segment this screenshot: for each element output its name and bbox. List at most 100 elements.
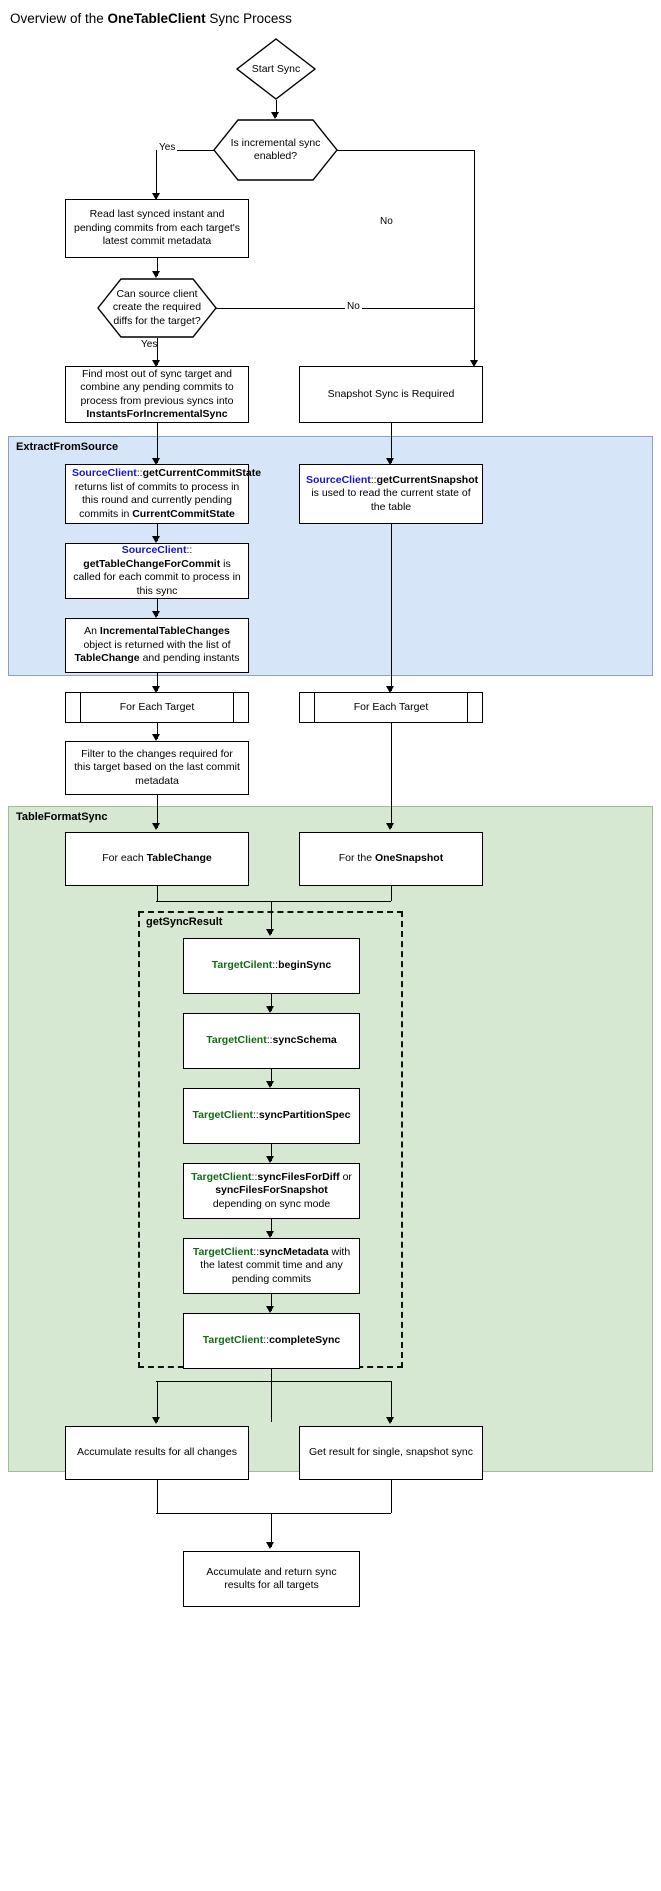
- arrowhead-to-get-result-single: [386, 1417, 394, 1424]
- edge-read-to-cansource: [156, 258, 158, 276]
- edge-syncschema-to-partitionspec: [270, 1069, 272, 1086]
- hexagon-shape-2: [97, 278, 217, 338]
- edge-foreachright-to-onesnapshot: [390, 723, 392, 828]
- node-sync-files: TargetClient::syncFilesForDiff or syncFi…: [183, 1163, 360, 1219]
- title-prefix: Overview of the: [10, 11, 108, 26]
- node-filter-changes-label: Filter to the changes required for this …: [74, 747, 240, 787]
- node-get-table-change-for-commit-label: SourceClient::getTableChangeForCommit is…: [72, 544, 242, 598]
- edge-commitstate-to-tablechange: [156, 524, 158, 541]
- tgt-5: TargetClient: [192, 1245, 254, 1258]
- node-accumulate-return: Accumulate and return sync results for a…: [183, 1551, 360, 1607]
- edge-snapshot-to-foreach-right: [390, 524, 392, 691]
- diamond-shape: [236, 38, 316, 100]
- node-begin-sync: TargetCilent::beginSync: [183, 938, 360, 994]
- edge-label-diffs-yes: Yes: [141, 339, 158, 350]
- method-2: getCurrentSnapshot: [376, 473, 479, 486]
- itc-2: IncrementalTableChanges: [99, 625, 230, 638]
- txt-3: is called for each commit to process in …: [73, 557, 241, 597]
- node-for-each-table-change: For each TableChange: [65, 832, 249, 886]
- edge-partitionspec-to-syncfiles: [270, 1144, 272, 1161]
- edge-label-diffs-no: No: [345, 301, 362, 312]
- arrowhead-syncfiles-to-syncmetadata: [266, 1231, 274, 1238]
- node-for-each-target-right: For Each Target: [299, 692, 483, 723]
- src-2: SourceClient: [306, 473, 371, 486]
- node-accumulate-return-label: Accumulate and return sync results for a…: [206, 1565, 337, 1592]
- arrowhead-beginsync-to-syncschema: [266, 1006, 274, 1013]
- arrowhead-to-final: [266, 1542, 274, 1549]
- arrowhead-foreach-to-filter: [152, 734, 160, 741]
- fetc-2: TableChange: [146, 852, 212, 865]
- node-snapshot-sync-required: Snapshot Sync is Required: [299, 366, 483, 423]
- node-is-incremental-sync-label: Is incremental sync enabled?: [230, 136, 321, 163]
- edge-final-down: [270, 1513, 272, 1547]
- node-find-most-out-of-sync: Find most out of sync target and combine…: [65, 366, 249, 423]
- edge-merge-into-getsyncresult: [156, 901, 391, 902]
- node-find-most-out-of-sync-label: Find most out of sync target and combine…: [72, 368, 242, 422]
- node-read-last-synced: Read last synced instant and pending com…: [65, 199, 249, 258]
- edge-beginsync-to-syncschema: [270, 994, 272, 1011]
- edge-tablechange-down: [156, 886, 158, 901]
- lane-label-table-format-sync: TableFormatSync: [16, 811, 108, 823]
- edge-snapshot-to-getsnapshot: [390, 423, 392, 463]
- edge-itc-to-foreach-left: [156, 673, 158, 691]
- arrowhead-syncschema-to-partitionspec: [266, 1081, 274, 1088]
- sep-1: ::: [136, 467, 143, 479]
- arrowhead-filter-to-foreach-tablechange: [152, 823, 160, 830]
- edge-completesync-down: [270, 1369, 272, 1422]
- tgt-6: TargetClient: [202, 1334, 264, 1347]
- sep-3: ::: [186, 544, 193, 556]
- node-for-each-target-left: For Each Target: [65, 692, 249, 723]
- tmethod-5: syncMetadata: [259, 1245, 329, 1258]
- edge-incremental-no-v: [474, 150, 475, 365]
- tmethod-2: syncSchema: [272, 1034, 337, 1047]
- node-sync-metadata-label: TargetClient::syncMetadata with the late…: [190, 1246, 353, 1287]
- arrowhead-merge-to-beginsync: [266, 929, 274, 936]
- arrowhead-tablechange-to-incremental: [152, 611, 160, 618]
- arrowhead-diffs-yes: [152, 360, 160, 367]
- arrowhead-snapshot-to-getsnapshot: [386, 458, 394, 465]
- arrowhead-partitionspec-to-syncfiles: [266, 1156, 274, 1163]
- arrowhead-syncmetadata-to-completesync: [266, 1306, 274, 1313]
- edge-incremental-yes-v: [156, 150, 157, 199]
- node-for-each-target-right-label: For Each Target: [353, 700, 429, 713]
- node-sync-files-label: TargetClient::syncFilesForDiff or syncFi…: [190, 1171, 353, 1212]
- node-can-source-client-label: Can source client create the required di…: [112, 287, 202, 327]
- tgt-1: TargetCilent: [211, 959, 273, 972]
- node-sync-schema-label: TargetClient::syncSchema: [190, 1034, 353, 1048]
- edge-start-to-incremental: [275, 100, 277, 117]
- edge-syncfiles-to-syncmetadata: [270, 1219, 272, 1236]
- find-text-bold: InstantsForIncrementalSync: [86, 408, 228, 420]
- node-start-sync-label: Start Sync: [251, 63, 301, 75]
- node-get-current-commit-state-label: SourceClient::getCurrentCommitState retu…: [72, 467, 261, 521]
- node-read-last-synced-label: Read last synced instant and pending com…: [74, 208, 240, 248]
- arrowhead-read-to-cansource: [152, 271, 160, 278]
- node-sync-metadata: TargetClient::syncMetadata with the late…: [183, 1238, 360, 1294]
- arrowhead-itc-to-foreach-left: [152, 686, 160, 693]
- edge-onesnapshot-down: [390, 886, 392, 901]
- edge-diffs-yes-v: [156, 338, 158, 365]
- node-accumulate-results-label: Accumulate results for all changes: [77, 1446, 237, 1459]
- edge-find-to-commitstate: [156, 423, 158, 463]
- arrowhead-find-to-commitstate: [152, 458, 160, 465]
- ttail-5: with the latest commit time and any pend…: [200, 1245, 351, 1285]
- node-for-the-one-snapshot-label: For the OneSnapshot: [306, 852, 476, 866]
- method-1: getCurrentCommitState: [142, 467, 262, 479]
- fetc-1: For each: [102, 852, 147, 865]
- lane-label-extract-from-source: ExtractFromSource: [16, 441, 119, 453]
- arrowhead-to-accumulate-results: [152, 1417, 160, 1424]
- method-3: getTableChangeForCommit: [83, 557, 221, 570]
- edge-incremental-yes-h: [156, 150, 214, 151]
- node-get-result-single-label: Get result for single, snapshot sync: [309, 1446, 473, 1459]
- arrowhead-incremental-no: [469, 360, 478, 367]
- edge-filter-to-foreach-tablechange: [156, 795, 158, 828]
- lane-label-get-sync-result: getSyncResult: [146, 916, 223, 928]
- edge-split-left-down: [156, 1381, 158, 1422]
- arrowhead-foreachright-to-onesnapshot: [386, 823, 394, 830]
- tgt-4: TargetClient: [191, 1170, 252, 1183]
- edge-syncmetadata-to-completesync: [270, 1294, 272, 1311]
- edge-results-split: [156, 1381, 391, 1382]
- ftos-1: For the: [338, 852, 375, 865]
- edge-foreach-to-filter: [156, 723, 158, 739]
- itc-1: An: [84, 625, 100, 638]
- node-get-table-change-for-commit: SourceClient::getTableChangeForCommit is…: [65, 543, 249, 599]
